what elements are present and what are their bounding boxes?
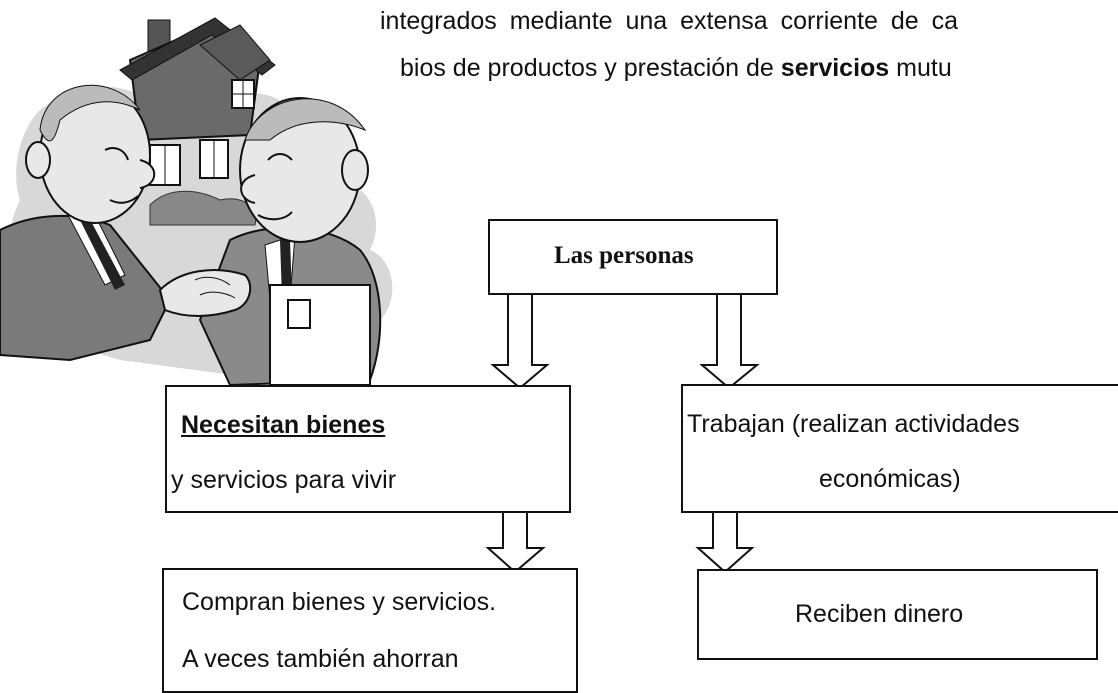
right-node-line-1: Trabajan (realizan actividades — [687, 410, 1020, 438]
arrow-root-to-right — [699, 292, 760, 390]
root-node-label: Las personas — [554, 242, 694, 269]
right-node: Trabajan (realizan actividades económica… — [681, 384, 1118, 513]
right-man-icon — [198, 97, 382, 387]
root-node: Las personas — [488, 219, 778, 295]
arrow-right-to-result — [695, 511, 755, 574]
left-node-heading: Necesitan bienes — [181, 411, 386, 439]
left-node: Necesitan bienes y servicios para vivir — [165, 385, 571, 513]
diagram-canvas — [0, 17, 760, 574]
intro-line-2-bold: servicios — [780, 54, 890, 82]
left-result-line-1: Compran bienes y servicios. — [182, 588, 497, 616]
right-node-line-2: económicas) — [819, 465, 961, 493]
arrow-root-to-left — [490, 292, 550, 390]
arrow-left-to-result — [485, 511, 546, 574]
intro-line-2-suffix: mutu — [889, 54, 952, 82]
intro-line-1: integrados mediante una extensa corrient… — [380, 7, 959, 35]
right-result-label: Reciben dinero — [795, 600, 964, 628]
left-result-line-2: A veces también ahorran — [182, 645, 459, 673]
left-man-icon — [0, 84, 172, 362]
right-result-node: Reciben dinero — [697, 569, 1098, 660]
left-result-node: Compran bienes y servicios. A veces tamb… — [162, 568, 578, 693]
handshake-icon — [158, 269, 252, 317]
left-node-text: y servicios para vivir — [171, 466, 397, 494]
house-icon — [119, 17, 276, 226]
intro-line-2: bios de productos y prestación de servic… — [400, 53, 952, 83]
handshake-house-illustration — [0, 17, 393, 387]
intro-line-2-prefix: bios de productos y prestación de — [400, 54, 781, 82]
